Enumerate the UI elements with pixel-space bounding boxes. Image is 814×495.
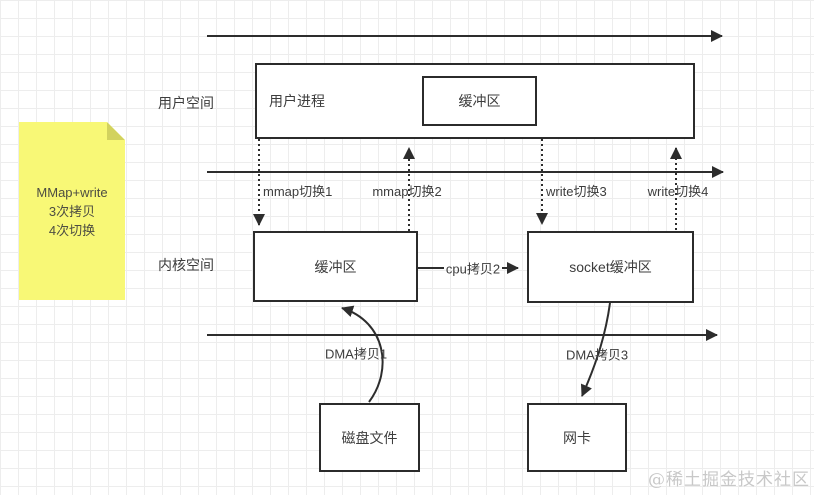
write-switch4-label: write切换4 bbox=[647, 184, 709, 199]
user-buffer-label: 缓冲区 bbox=[458, 93, 501, 109]
cpu-copy2-label: cpu拷贝2 bbox=[445, 261, 501, 277]
write-switch3-label: write切换3 bbox=[546, 184, 607, 199]
nic-label: 网卡 bbox=[563, 429, 591, 446]
disk-file-label: 磁盘文件 bbox=[341, 429, 398, 446]
dma-copy3-label: DMA拷贝3 bbox=[565, 347, 629, 363]
kernel-buffer-box: 缓冲区 bbox=[253, 231, 418, 302]
kernel-space-label: 内核空间 bbox=[158, 257, 214, 273]
mmap-switch2-label: mmap切换2 bbox=[372, 184, 442, 199]
user-buffer-box: 缓冲区 bbox=[422, 76, 537, 126]
sticky-note: MMap+write 3次拷贝 4次切换 bbox=[19, 122, 125, 300]
sticky-note-line: 4次切换 bbox=[48, 222, 96, 238]
sticky-note-line: 3次拷贝 bbox=[48, 203, 96, 219]
user-space-label: 用户空间 bbox=[158, 95, 214, 111]
sticky-note-line: MMap+write bbox=[36, 184, 108, 200]
socket-buffer-label: socket缓冲区 bbox=[569, 259, 652, 275]
user-process-label: 用户进程 bbox=[269, 93, 325, 109]
juejin-watermark: @稀土掘金技术社区 bbox=[648, 470, 810, 490]
dma-copy3-arrow bbox=[580, 302, 611, 397]
kernel-buffer-label: 缓冲区 bbox=[314, 258, 357, 275]
disk-file-box: 磁盘文件 bbox=[319, 403, 420, 472]
dma-copy1-arrow bbox=[341, 305, 384, 403]
socket-buffer-box: socket缓冲区 bbox=[527, 231, 694, 303]
mmap-switch1-label: mmap切换1 bbox=[263, 184, 333, 199]
nic-box: 网卡 bbox=[527, 403, 627, 472]
dma-copy1-label: DMA拷贝1 bbox=[324, 346, 388, 362]
